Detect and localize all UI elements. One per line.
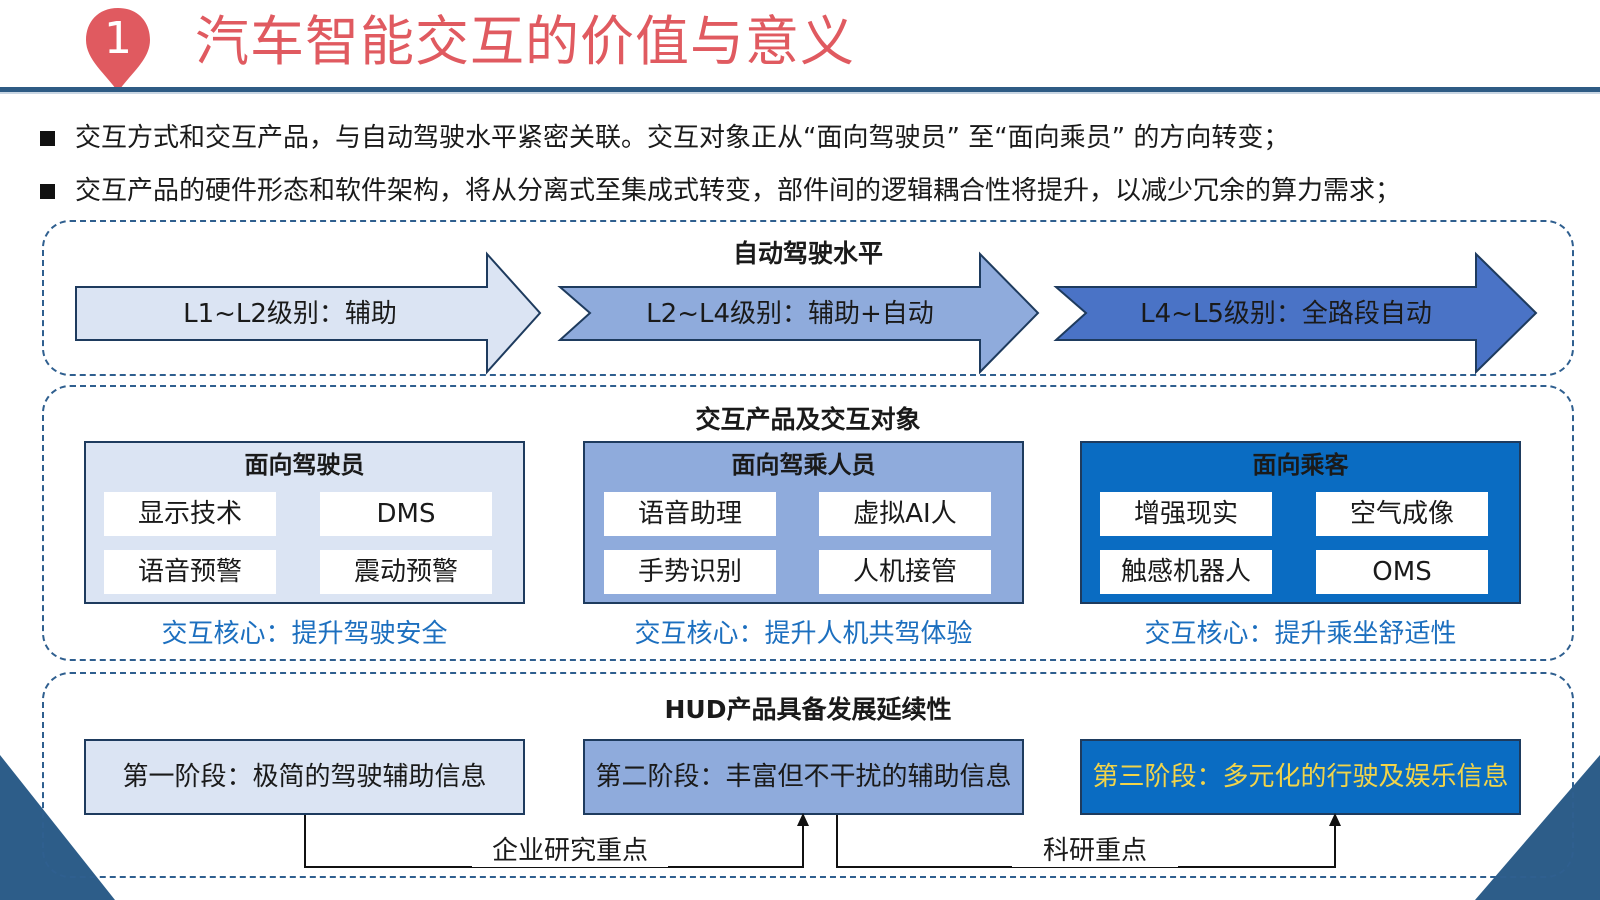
bullet-item: 交互产品的硬件形态和软件架构，将从分离式至集成式转变，部件间的逻辑耦合性将提升，… [40, 174, 1401, 208]
level-arrow-1 [75, 251, 542, 375]
product-item: 触感机器人 [1100, 550, 1272, 594]
level-arrow-2 [557, 251, 1040, 375]
product-item: OMS [1316, 550, 1488, 594]
bullet-text: 交互方式和交互产品，与自动驾驶水平紧密关联。交互对象正从“面向驾驶员” 至“面向… [75, 123, 1290, 153]
products-section [42, 385, 1574, 661]
product-item: 语音助理 [604, 492, 776, 536]
link-label-enterprise-research: 企业研究重点 [472, 835, 668, 867]
hud-section-title: HUD产品具备发展延续性 [664, 695, 952, 724]
product-item: DMS [320, 492, 492, 536]
interaction-core-text: 交互核心：提升乘坐舒适性 [1144, 619, 1457, 649]
hud-section [42, 672, 1574, 878]
panel-title: 面向乘客 [1252, 451, 1349, 479]
level-label-2: L2~L4级别：辅助+自动 [646, 299, 934, 329]
product-item: 虚拟AI人 [819, 492, 991, 536]
arrow-up-icon [1329, 813, 1341, 826]
product-item: 震动预警 [320, 550, 492, 594]
product-item: 语音预警 [104, 550, 276, 594]
autonomy-section-title: 自动驾驶水平 [732, 239, 883, 268]
link-label-scientific-research: 科研重点 [1012, 835, 1178, 867]
interaction-core-text: 交互核心：提升人机共驾体验 [634, 619, 973, 649]
product-item: 手势识别 [604, 550, 776, 594]
arrow-up-icon [797, 813, 809, 826]
level-arrow-3 [1053, 251, 1538, 375]
bullet-square-icon [40, 183, 55, 199]
product-item: 显示技术 [104, 492, 276, 536]
autonomy-section [42, 220, 1574, 376]
header-divider [0, 87, 1600, 92]
interaction-core-text: 交互核心：提升驾驶安全 [161, 619, 448, 649]
bullet-item: 交互方式和交互产品，与自动驾驶水平紧密关联。交互对象正从“面向驾驶员” 至“面向… [40, 121, 1289, 155]
hud-stage-3: 第三阶段：多元化的行驶及娱乐信息 [1080, 739, 1521, 815]
header-divider-shadow [0, 92, 1600, 94]
products-section-title: 交互产品及交互对象 [695, 405, 921, 434]
level-label-1: L1~L2级别：辅助 [183, 299, 397, 329]
product-item: 人机接管 [819, 550, 991, 594]
product-item: 空气成像 [1316, 492, 1488, 536]
section-number: 1 [104, 13, 132, 64]
panel-title: 面向驾乘人员 [731, 451, 876, 479]
hud-stage-2: 第二阶段：丰富但不干扰的辅助信息 [583, 739, 1024, 815]
bullet-text: 交互产品的硬件形态和软件架构，将从分离式至集成式转变，部件间的逻辑耦合性将提升，… [75, 176, 1402, 206]
product-item: 增强现实 [1100, 492, 1272, 536]
page-title: 汽车智能交互的价值与意义 [195, 10, 855, 73]
level-label-3: L4~L5级别：全路段自动 [1140, 299, 1432, 329]
hud-stage-1: 第一阶段：极简的驾驶辅助信息 [84, 739, 525, 815]
section-number-badge [86, 8, 150, 92]
bullet-square-icon [40, 130, 55, 146]
panel-title: 面向驾驶员 [244, 451, 365, 479]
corner-decoration-left [0, 755, 115, 900]
